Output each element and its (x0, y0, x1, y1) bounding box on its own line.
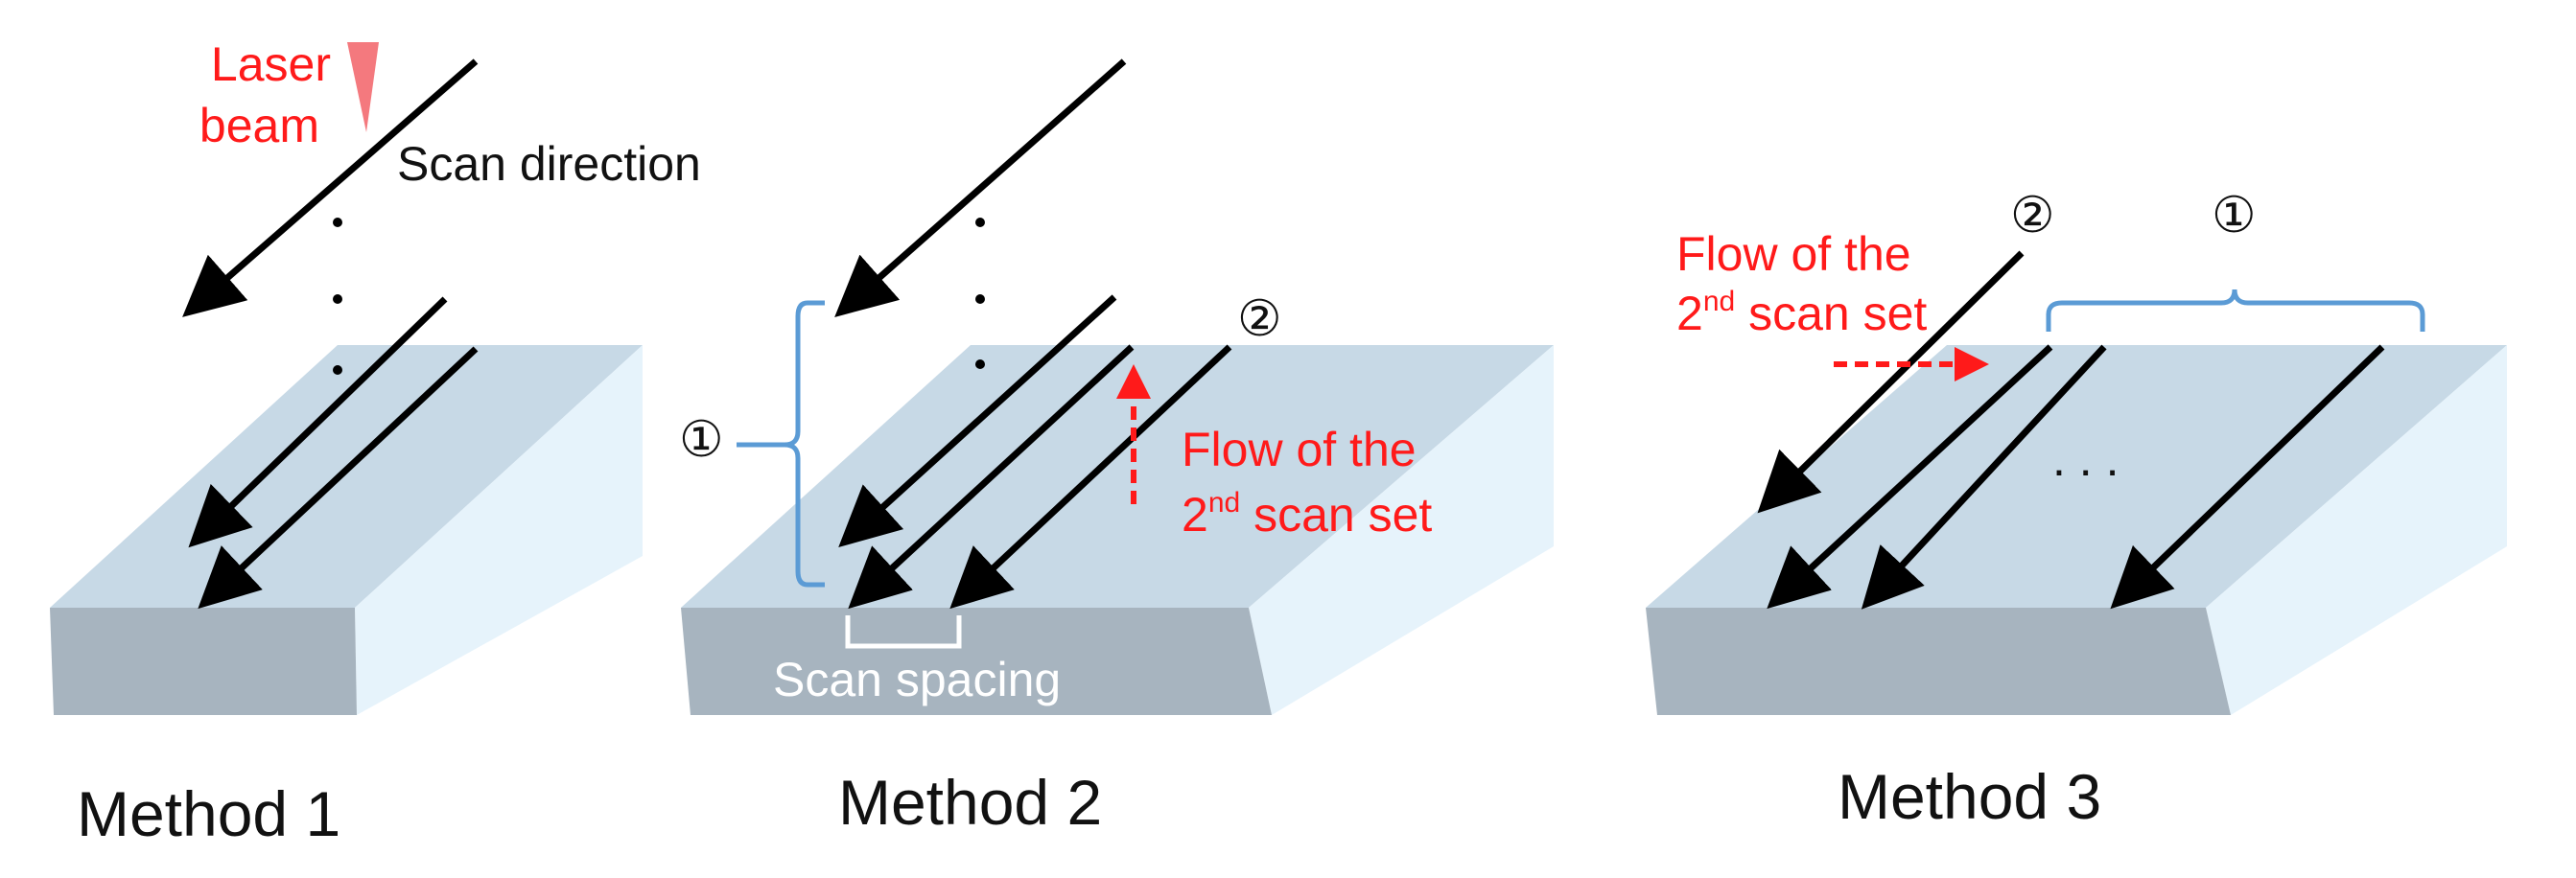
scan-line-second-set (1757, 250, 2025, 514)
scan-spacing-bracket (845, 615, 962, 649)
set2-marker: ② (2010, 188, 2055, 243)
method1-caption: Method 1 (77, 778, 340, 849)
method1-panel: Laser beam Scan direction Method 1 (50, 37, 701, 849)
block-front-face (50, 608, 357, 715)
block-side-face (2206, 345, 2507, 715)
ellipsis-dot (975, 218, 985, 227)
scan-line (198, 346, 479, 610)
block-front-face (681, 608, 1272, 715)
method2-panel: ① ② Flow of the 2nd scan set Scan spacin… (679, 58, 1554, 838)
block-front-face (1646, 608, 2231, 715)
method2-caption: Method 2 (838, 767, 1102, 838)
scan-line (1861, 344, 2107, 610)
ellipsis-dot (975, 294, 985, 304)
ellipsis-dot (975, 359, 985, 369)
flow-label-line1: Flow of the (1182, 423, 1417, 476)
method3-caption: Method 3 (1838, 761, 2101, 832)
flow-label-line2: 2nd scan set (1676, 286, 1927, 340)
set1-marker: ① (2212, 188, 2257, 243)
ellipsis-dot (333, 218, 342, 227)
method3-block (1646, 345, 2507, 715)
set1-marker: ① (679, 412, 724, 468)
set2-marker: ② (1237, 291, 1282, 347)
scan-line-top (834, 58, 1127, 317)
scan-direction-label: Scan direction (397, 137, 701, 191)
flow-label-line2: 2nd scan set (1182, 487, 1432, 542)
ellipsis-dot (333, 365, 342, 375)
method1-block (50, 345, 643, 715)
ellipsis-label: . . . (2052, 432, 2119, 486)
set1-bracket (2046, 289, 2425, 332)
flow-label-line1: Flow of the (1676, 227, 1911, 281)
scan-line (188, 296, 448, 548)
scan-line (2110, 344, 2385, 610)
block-top-face (1646, 345, 2507, 608)
scan-line-second-set (949, 344, 1232, 610)
method3-panel: . . . ② ① Flow of the 2nd scan set Metho… (1646, 188, 2507, 832)
scan-line (848, 344, 1135, 610)
block-side-face (355, 345, 643, 715)
laser-beam-icon (347, 42, 379, 132)
scan-line (838, 294, 1117, 548)
scan-line (1767, 344, 2053, 610)
ellipsis-dot (333, 294, 342, 304)
scan-spacing-label: Scan spacing (773, 653, 1061, 706)
beam-label: beam (199, 99, 319, 152)
block-side-face (1249, 345, 1554, 715)
scan-line-top (182, 58, 479, 317)
laser-label: Laser (211, 37, 331, 91)
